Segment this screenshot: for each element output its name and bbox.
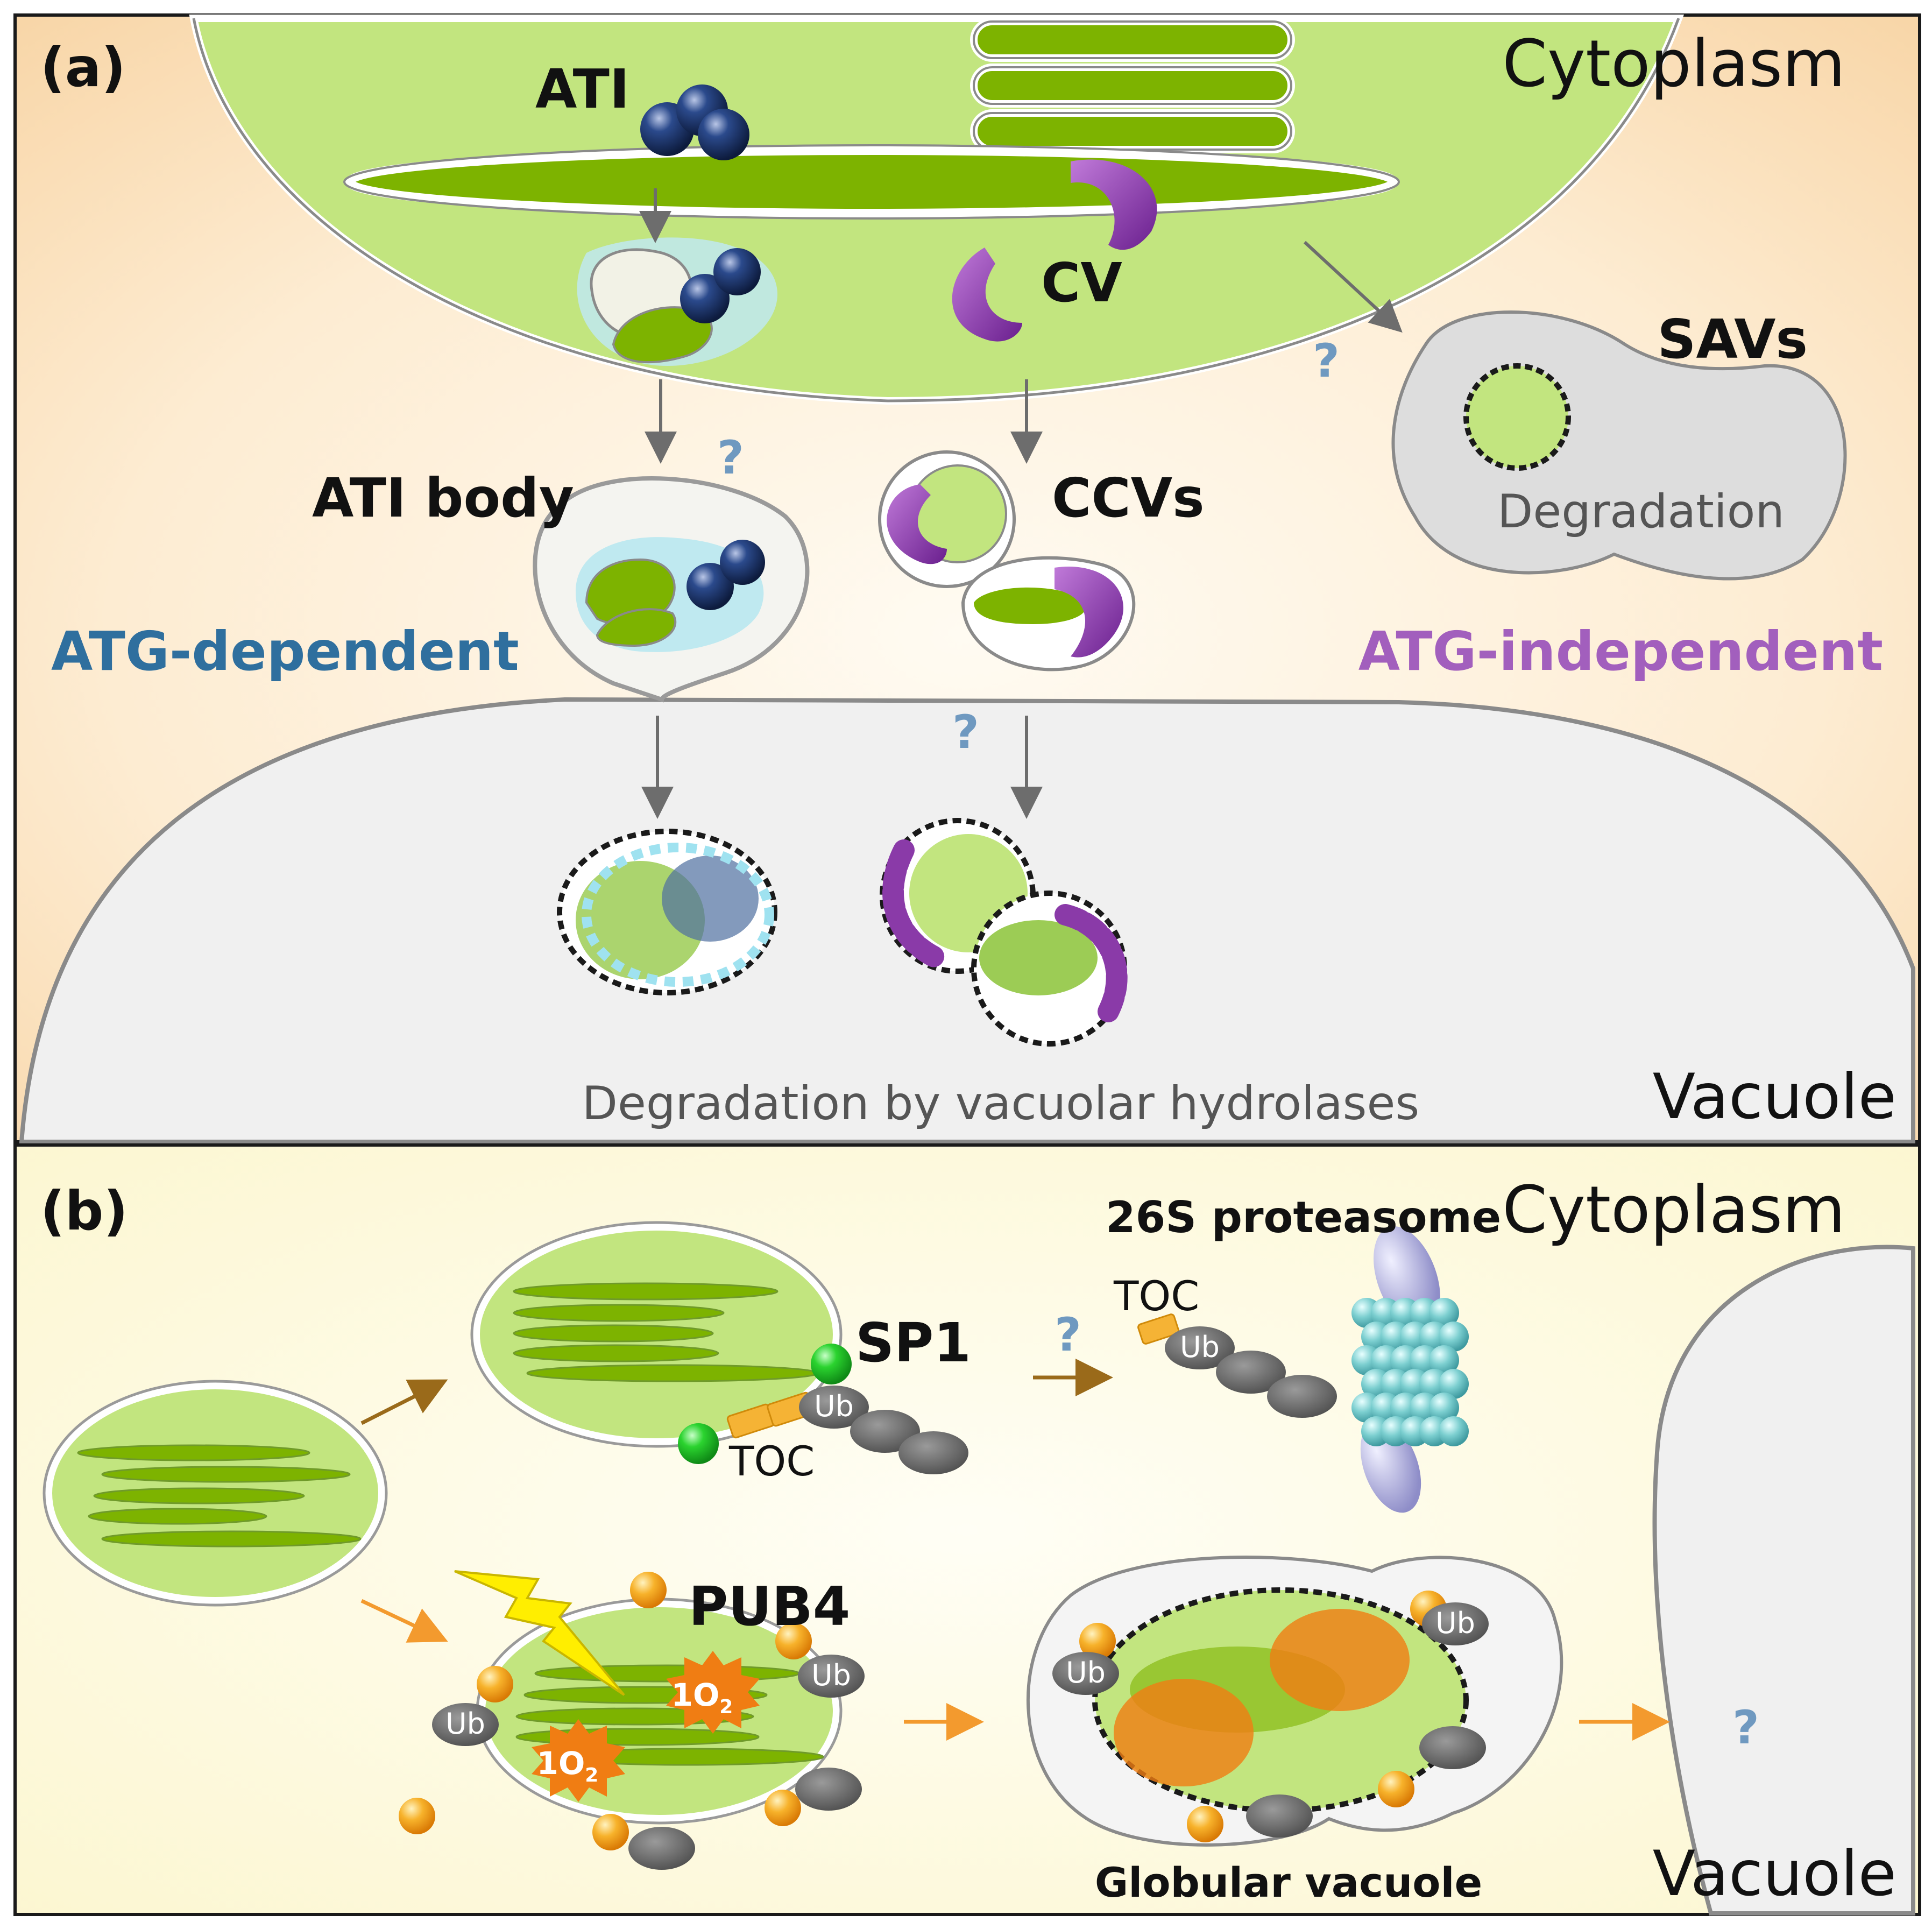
lightning-icon — [454, 1570, 625, 1696]
ati-protein — [640, 84, 749, 160]
ati-label: ATI — [535, 58, 629, 121]
proteasome-subunit — [1439, 1369, 1469, 1399]
ub-label-pub4-1: Ub — [811, 1658, 851, 1692]
panel-b-cytoplasm-label: Cytoplasm — [1502, 1173, 1845, 1248]
question-mark-4: ? — [1055, 1308, 1081, 1362]
globular-vacuole — [1026, 1556, 1563, 1847]
grana-stack — [970, 18, 1295, 153]
singlet-oxygen-2: 1O2 — [532, 1719, 625, 1802]
ub-label-globular-2: Ub — [1435, 1606, 1475, 1640]
ub-label-proteasome: Ub — [1180, 1330, 1220, 1364]
ati-body — [533, 476, 810, 703]
singlet-oxygen-2-main: 1O — [537, 1745, 585, 1782]
panel-b: 1O2 1O2 — [13, 1143, 1921, 1916]
degraded-ccvs — [880, 818, 1128, 1047]
globular-vacuole-label: Globular vacuole — [1095, 1859, 1482, 1906]
ub-label-globular-1: Ub — [1066, 1656, 1106, 1690]
proteasome-subunit — [1429, 1393, 1459, 1423]
pub4-label: PUB4 — [689, 1575, 850, 1638]
panel-a-label: (a) — [40, 36, 126, 99]
singlet-oxygen-2-sub: 2 — [585, 1764, 598, 1786]
long-thylakoid — [345, 146, 1398, 217]
ccvs — [878, 450, 1136, 672]
question-mark-5: ? — [1732, 1701, 1759, 1755]
singlet-oxygen-1: 1O2 — [666, 1651, 760, 1734]
proteasome-subunit — [1439, 1322, 1469, 1352]
ati-body-label: ATI body — [312, 467, 574, 529]
panel-a-vacuole-label: Vacuole — [1653, 1061, 1896, 1133]
question-mark-3: ? — [952, 705, 979, 759]
chloroplast-left — [43, 1380, 388, 1607]
question-mark-1: ? — [717, 431, 744, 485]
sp1-ubiquitin-chain — [678, 1344, 968, 1474]
proteasome-label: 26S proteasome — [1106, 1192, 1501, 1242]
proteasome-subunit — [1439, 1416, 1469, 1446]
sav-vesicle — [1391, 310, 1847, 581]
question-mark-2: ? — [1313, 334, 1340, 388]
chloroplast-sp1 — [470, 1221, 843, 1448]
ccv-label: CCVs — [1052, 467, 1205, 529]
cv-protein-1 — [1071, 159, 1157, 250]
sav-label: SAVs — [1657, 308, 1808, 371]
sp1-label: SP1 — [855, 1311, 971, 1374]
cv-label: CV — [1041, 251, 1122, 314]
panel-a-cytoplasm-label: Cytoplasm — [1502, 27, 1845, 102]
sav-degradation-label: Degradation — [1497, 485, 1785, 539]
proteasome-subunit — [1429, 1298, 1459, 1328]
atg-independent-label: ATG-independent — [1358, 620, 1883, 683]
sp1-protein — [811, 1344, 852, 1384]
proteasome-ubiquitin-chain — [1137, 1313, 1337, 1418]
svg-text:1O2: 1O2 — [671, 1677, 733, 1718]
toc-label-1: TOC — [728, 1437, 815, 1485]
panel-b-vacuole-label: Vacuole — [1653, 1838, 1896, 1910]
pub4-ubiquitin — [399, 1572, 865, 1870]
ub-label-sp1: Ub — [814, 1389, 854, 1423]
panel-a: (a) Cytoplasm ATI CV SAVs Degradation AT… — [13, 13, 1921, 1144]
vacuole-degradation-label: Degradation by vacuolar hydrolases — [582, 1077, 1419, 1130]
panel-b-vacuole — [1652, 1245, 1915, 1916]
ub-label-pub4-2: Ub — [445, 1707, 485, 1741]
proteasome-subunit — [1429, 1345, 1459, 1375]
panel-b-label: (b) — [40, 1179, 128, 1242]
26s-proteasome — [1351, 1226, 1469, 1513]
panel-b-arrows — [360, 1359, 1670, 1741]
ati-vesicle-forming — [577, 237, 777, 366]
atg-dependent-label: ATG-dependent — [51, 620, 519, 683]
degraded-ati-body — [557, 829, 777, 995]
panel-a-arrows — [639, 188, 1403, 819]
cv-protein-2 — [952, 248, 1022, 342]
singlet-oxygen-1-main: 1O — [671, 1677, 720, 1713]
toc-label-2: TOC — [1113, 1272, 1199, 1320]
singlet-oxygen-1-sub: 2 — [719, 1696, 733, 1718]
svg-text:1O2: 1O2 — [537, 1745, 599, 1786]
